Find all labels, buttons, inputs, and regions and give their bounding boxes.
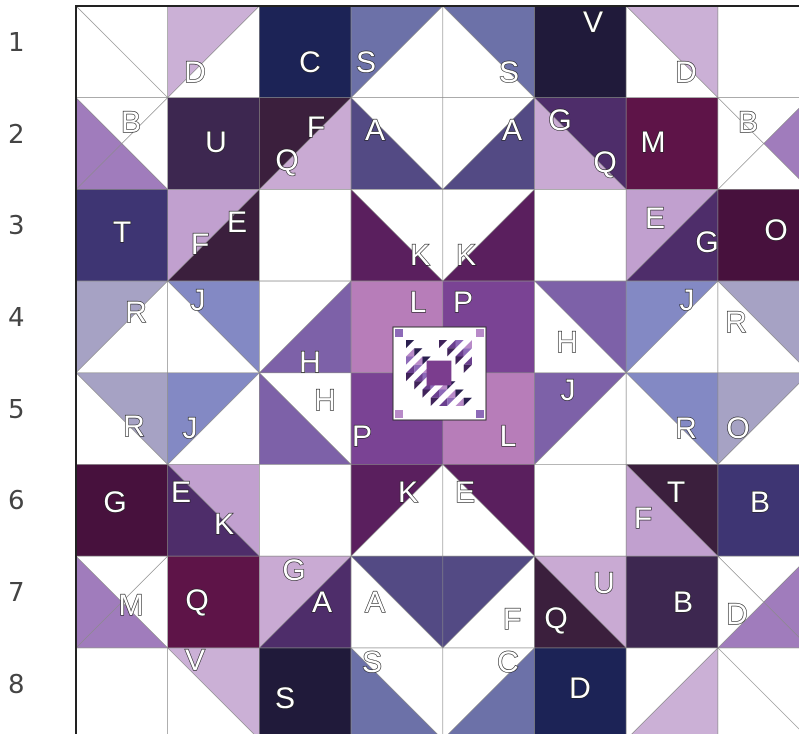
fabric-letter: A: [312, 586, 332, 619]
row-label-2: 2: [8, 120, 25, 150]
mini-block-corner: [395, 410, 403, 418]
fabric-letter: U: [593, 567, 615, 600]
fabric-letter: L: [410, 286, 427, 319]
row-label-1: 1: [8, 28, 25, 58]
fabric-letter: S: [362, 646, 382, 679]
quilt-patch: [76, 648, 168, 734]
fabric-letter: J: [183, 412, 198, 445]
row-label-8: 8: [8, 670, 25, 700]
fabric-letter: D: [675, 56, 697, 89]
fabric-letter: D: [569, 672, 591, 705]
mini-block-corner: [395, 329, 403, 337]
fabric-letter: A: [365, 114, 385, 147]
fabric-letter: F: [191, 228, 209, 261]
quilt-patch: [259, 648, 351, 734]
fabric-letter: H: [314, 384, 336, 417]
fabric-letter: S: [356, 46, 376, 79]
fabric-letter: S: [499, 56, 519, 89]
fabric-letter: A: [365, 586, 385, 619]
fabric-letter: Q: [185, 584, 208, 617]
fabric-letter: A: [502, 114, 522, 147]
fabric-letter: H: [299, 346, 321, 379]
fabric-letter: F: [503, 603, 521, 636]
row-label-3: 3: [8, 211, 25, 241]
fabric-letter: C: [497, 646, 519, 679]
fabric-letter: J: [191, 284, 206, 317]
mini-block-corner: [476, 410, 484, 418]
quilt-patch: [535, 6, 627, 98]
fabric-letter: G: [103, 486, 126, 519]
fabric-letter: S: [275, 682, 295, 715]
fabric-letter: Q: [593, 146, 616, 179]
fabric-letter: J: [561, 374, 576, 407]
fabric-letter: T: [667, 476, 685, 509]
mini-block-center: [427, 361, 452, 386]
fabric-letter: M: [641, 126, 666, 159]
fabric-letter: O: [726, 412, 749, 445]
fabric-letter: K: [456, 239, 476, 272]
fabric-letter: G: [282, 554, 305, 587]
row-label-5: 5: [8, 395, 25, 425]
quilt-patch: [259, 189, 351, 281]
fabric-letter: G: [548, 104, 571, 137]
fabric-letter: R: [725, 306, 747, 339]
fabric-letter: D: [184, 56, 206, 89]
fabric-letter: E: [455, 476, 475, 509]
fabric-letter: J: [680, 284, 695, 317]
row-label-7: 7: [8, 578, 25, 608]
fabric-letter: R: [675, 412, 697, 445]
fabric-letter: O: [764, 214, 787, 247]
fabric-letter: E: [227, 206, 247, 239]
fabric-letter: Q: [275, 144, 298, 177]
row-number-labels: 1 2 3 4 5 6 7 8: [8, 28, 25, 700]
fabric-letter: K: [410, 239, 430, 272]
fabric-letter: D: [726, 598, 748, 631]
fabric-letter: R: [123, 410, 145, 443]
fabric-letter: R: [125, 296, 147, 329]
fabric-letter: Q: [544, 602, 567, 635]
fabric-letter: E: [645, 202, 665, 235]
fabric-letter: B: [121, 106, 141, 139]
quilt-patch: [718, 6, 799, 98]
center-mini-block: [393, 327, 486, 420]
fabric-letter: P: [453, 286, 473, 319]
fabric-letter: K: [214, 508, 234, 541]
fabric-letter: F: [307, 111, 325, 144]
fabric-letter: V: [185, 644, 205, 677]
fabric-letter: B: [673, 586, 693, 619]
fabric-letter: G: [695, 226, 718, 259]
fabric-letter: F: [634, 502, 652, 535]
mini-block-corner: [476, 329, 484, 337]
quilt-patch: [168, 556, 260, 648]
fabric-letter: B: [750, 486, 770, 519]
quilt-patch: [535, 465, 627, 557]
row-label-4: 4: [8, 303, 25, 333]
quilt-patch: [535, 189, 627, 281]
fabric-letter: T: [113, 216, 131, 249]
fabric-letter: U: [205, 126, 227, 159]
fabric-letter: H: [556, 326, 578, 359]
fabric-letter: E: [171, 476, 191, 509]
fabric-letter: V: [583, 6, 603, 39]
fabric-letter: P: [352, 420, 372, 453]
row-label-6: 6: [8, 486, 25, 516]
fabric-letter: L: [500, 420, 517, 453]
fabric-letter: C: [299, 46, 321, 79]
fabric-letter: B: [738, 106, 758, 139]
fabric-letter: M: [119, 589, 144, 622]
quilt-patch: [259, 465, 351, 557]
fabric-letter: K: [398, 476, 418, 509]
